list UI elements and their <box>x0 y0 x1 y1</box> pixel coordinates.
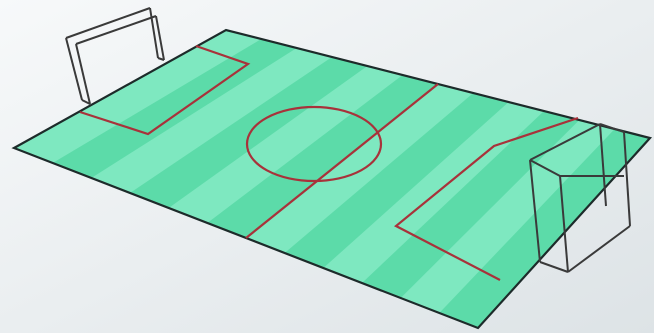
soccer-field-scene <box>0 0 654 333</box>
